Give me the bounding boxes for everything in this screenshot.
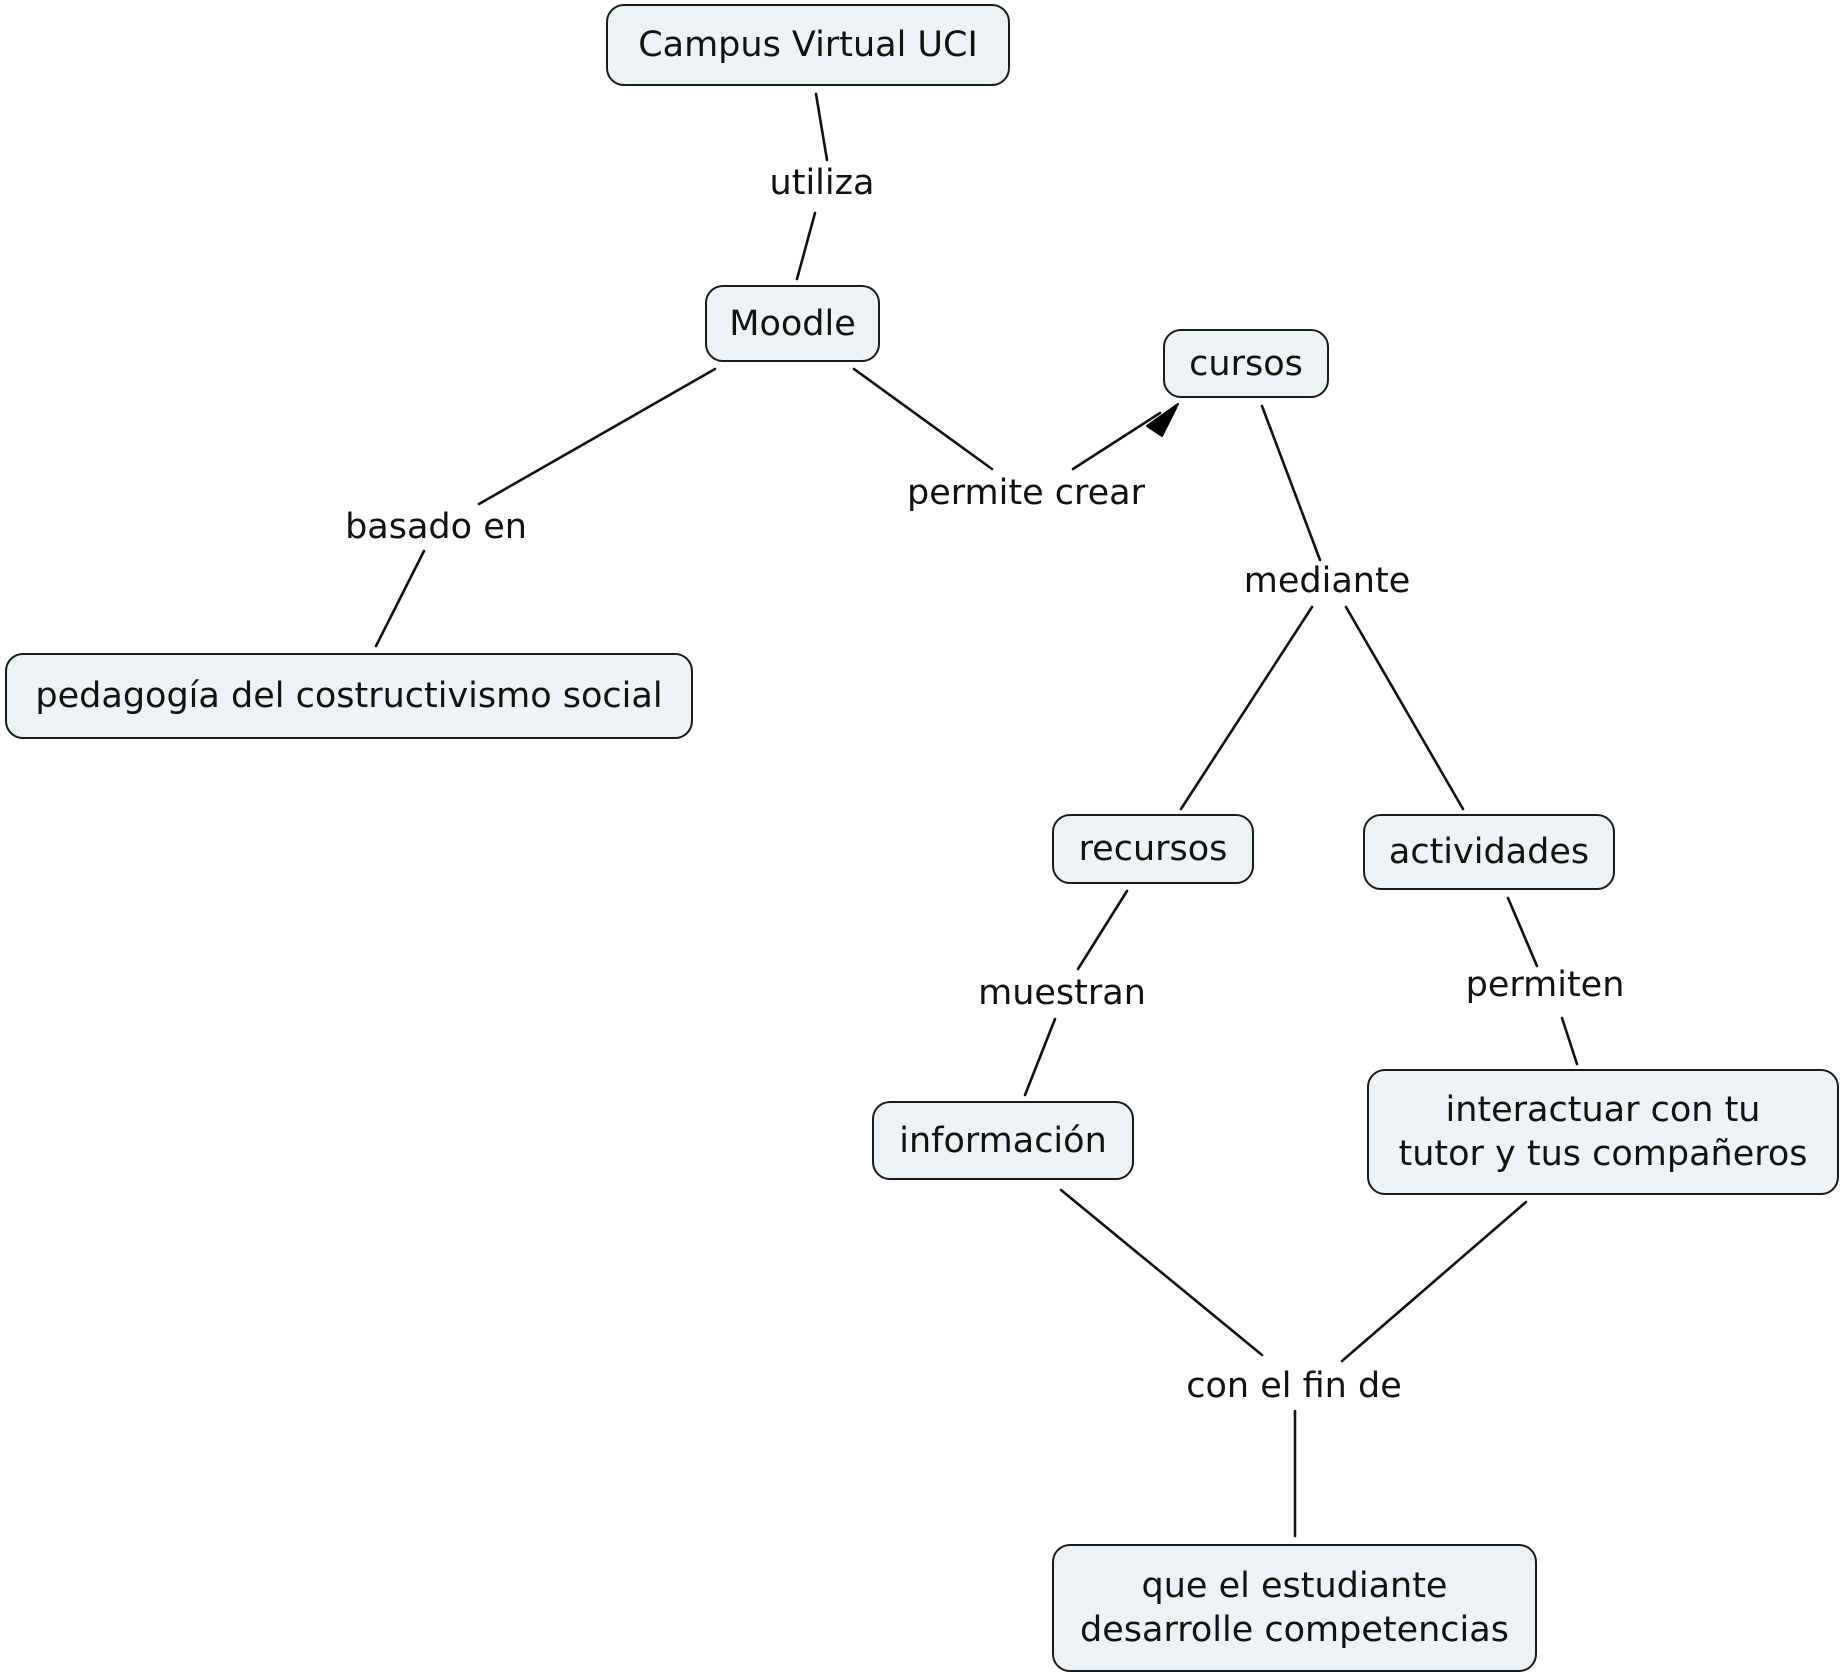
- node-campus-virtual-uci: Campus Virtual UCI: [606, 4, 1010, 86]
- arrowhead-icon: [1146, 403, 1179, 437]
- edge-permite-cursos: [1071, 411, 1162, 471]
- edge-permiten-interactuar: [1560, 1016, 1579, 1066]
- edge-basado-pedagogia: [374, 549, 426, 648]
- edge-recursos-muestran: [1076, 889, 1129, 971]
- node-actividades: actividades: [1363, 814, 1615, 890]
- edge-moodle-basado: [477, 367, 717, 506]
- edge-campus-utiliza: [814, 92, 829, 162]
- node-estudiante: que el estudiante desarrolle competencia…: [1052, 1544, 1537, 1672]
- node-informacion: información: [872, 1101, 1134, 1180]
- edge-mediante-recursos: [1179, 605, 1314, 811]
- node-moodle: Moodle: [705, 285, 880, 362]
- node-pedagogia: pedagogía del costructivismo social: [5, 653, 693, 739]
- link-permite-crear: permite crear: [907, 473, 1145, 513]
- node-interactuar: interactuar con tu tutor y tus compañero…: [1367, 1069, 1839, 1195]
- link-basado-en: basado en: [345, 507, 527, 547]
- edge-moodle-permite: [852, 367, 994, 471]
- link-muestran: muestran: [978, 973, 1146, 1013]
- link-mediante: mediante: [1243, 561, 1411, 601]
- edge-utiliza-moodle: [795, 211, 817, 281]
- edge-interactuar-confin: [1340, 1200, 1528, 1363]
- node-cursos: cursos: [1163, 329, 1329, 398]
- edge-informacion-confin: [1059, 1188, 1264, 1357]
- edge-actividades-permiten: [1506, 896, 1539, 968]
- link-utiliza: utiliza: [769, 163, 875, 203]
- link-permiten: permiten: [1465, 965, 1625, 1005]
- link-con-el-fin-de: con el fin de: [1186, 1366, 1402, 1406]
- edge-mediante-actividades: [1344, 605, 1465, 811]
- node-recursos: recursos: [1052, 814, 1254, 884]
- edge-muestran-informacion: [1023, 1017, 1057, 1097]
- edge-cursos-mediante: [1260, 404, 1322, 562]
